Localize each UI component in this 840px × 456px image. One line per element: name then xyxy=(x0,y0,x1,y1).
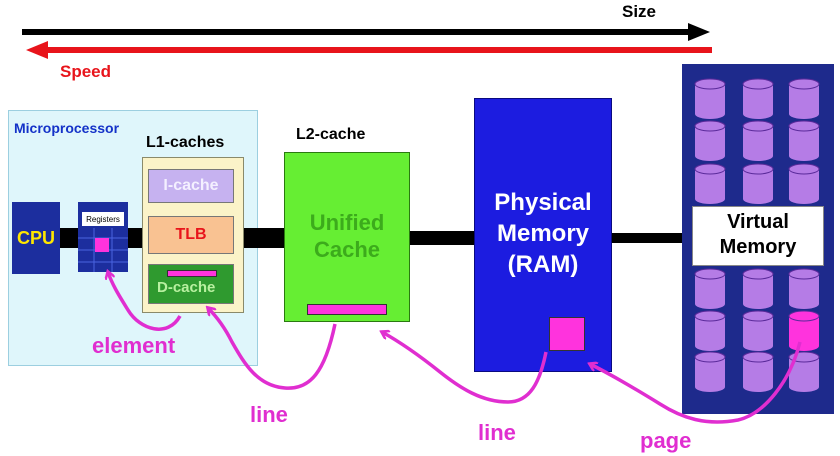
l1-caches-title: L1-caches xyxy=(146,134,225,151)
disk-cylinder xyxy=(742,268,774,309)
size-arrowhead xyxy=(688,23,710,41)
tlb-label: TLB xyxy=(175,226,207,243)
l2-ram-bus xyxy=(410,231,474,245)
line-label-l2: line xyxy=(478,420,516,445)
l2-cache-body: Unified Cache xyxy=(285,209,409,263)
speed-label: Speed xyxy=(60,62,112,81)
disk-cylinder xyxy=(694,268,726,309)
register-element xyxy=(95,238,109,252)
line-label-l1: line xyxy=(250,402,288,427)
element-transfer-arrow xyxy=(108,272,182,331)
l2-cache-block: Unified Cache xyxy=(284,152,410,322)
disk-cylinder xyxy=(694,78,726,119)
disk-cylinder xyxy=(742,78,774,119)
l2-cache-title: L2-cache xyxy=(296,126,366,143)
l2-body-line1: Unified xyxy=(309,210,385,235)
ram-line2: Memory xyxy=(496,220,590,247)
page-transfer-arrow xyxy=(590,341,802,424)
element-label: element xyxy=(92,333,176,358)
highlighted-page-disk xyxy=(788,310,820,351)
ram-vm-bus xyxy=(612,233,684,243)
disk-cylinder xyxy=(788,351,820,392)
tlb-block: TLB xyxy=(148,216,234,254)
virtual-memory-label-box: Virtual Memory xyxy=(692,206,824,266)
disk-cylinder xyxy=(694,310,726,351)
physical-memory-block: Physical Memory (RAM) xyxy=(474,98,612,372)
ram-line3: (RAM) xyxy=(507,251,579,278)
vm-line1: Virtual xyxy=(727,211,789,233)
speed-arrowhead xyxy=(26,41,48,59)
icache-block: I-cache xyxy=(148,169,234,203)
ram-page xyxy=(549,317,585,351)
dcache-line xyxy=(167,270,217,277)
cpu-block: CPU xyxy=(12,202,60,274)
disk-cylinder xyxy=(788,120,820,161)
register-l1-bus xyxy=(128,228,142,248)
page-label: page xyxy=(640,428,692,453)
disk-cylinder xyxy=(694,163,726,204)
disk-cylinder xyxy=(742,120,774,161)
l1-l2-bus xyxy=(244,228,284,248)
size-label: Size xyxy=(622,2,657,21)
disk-cylinder xyxy=(742,163,774,204)
disk-cylinder xyxy=(694,351,726,392)
dcache-block: D-cache xyxy=(148,264,234,304)
dcache-label: D-cache xyxy=(157,279,216,296)
vm-text: Virtual Memory xyxy=(693,210,823,260)
ram-text: Physical Memory (RAM) xyxy=(475,187,611,280)
arrows-layer xyxy=(22,23,712,59)
disk-cylinder xyxy=(694,120,726,161)
l2-line-transfer-arrow xyxy=(382,332,548,404)
l2-cache-line xyxy=(307,304,387,315)
icache-label: I-cache xyxy=(163,177,219,194)
disk-cylinder xyxy=(742,351,774,392)
l2-body-line2: Cache xyxy=(313,237,381,262)
microprocessor-title: Microprocessor xyxy=(14,120,120,136)
ram-line1: Physical xyxy=(494,189,592,216)
disk-cylinder xyxy=(788,163,820,204)
disk-cylinder xyxy=(788,78,820,119)
vm-line2: Memory xyxy=(719,236,797,258)
disk-cylinder xyxy=(788,268,820,309)
registers-label: Registers xyxy=(82,212,124,226)
l1-line-transfer-arrow xyxy=(208,308,337,390)
registers-block: Registers xyxy=(78,202,128,272)
cpu-register-bus xyxy=(60,228,78,248)
cpu-label: CPU xyxy=(16,227,55,248)
disk-cylinder xyxy=(742,310,774,351)
